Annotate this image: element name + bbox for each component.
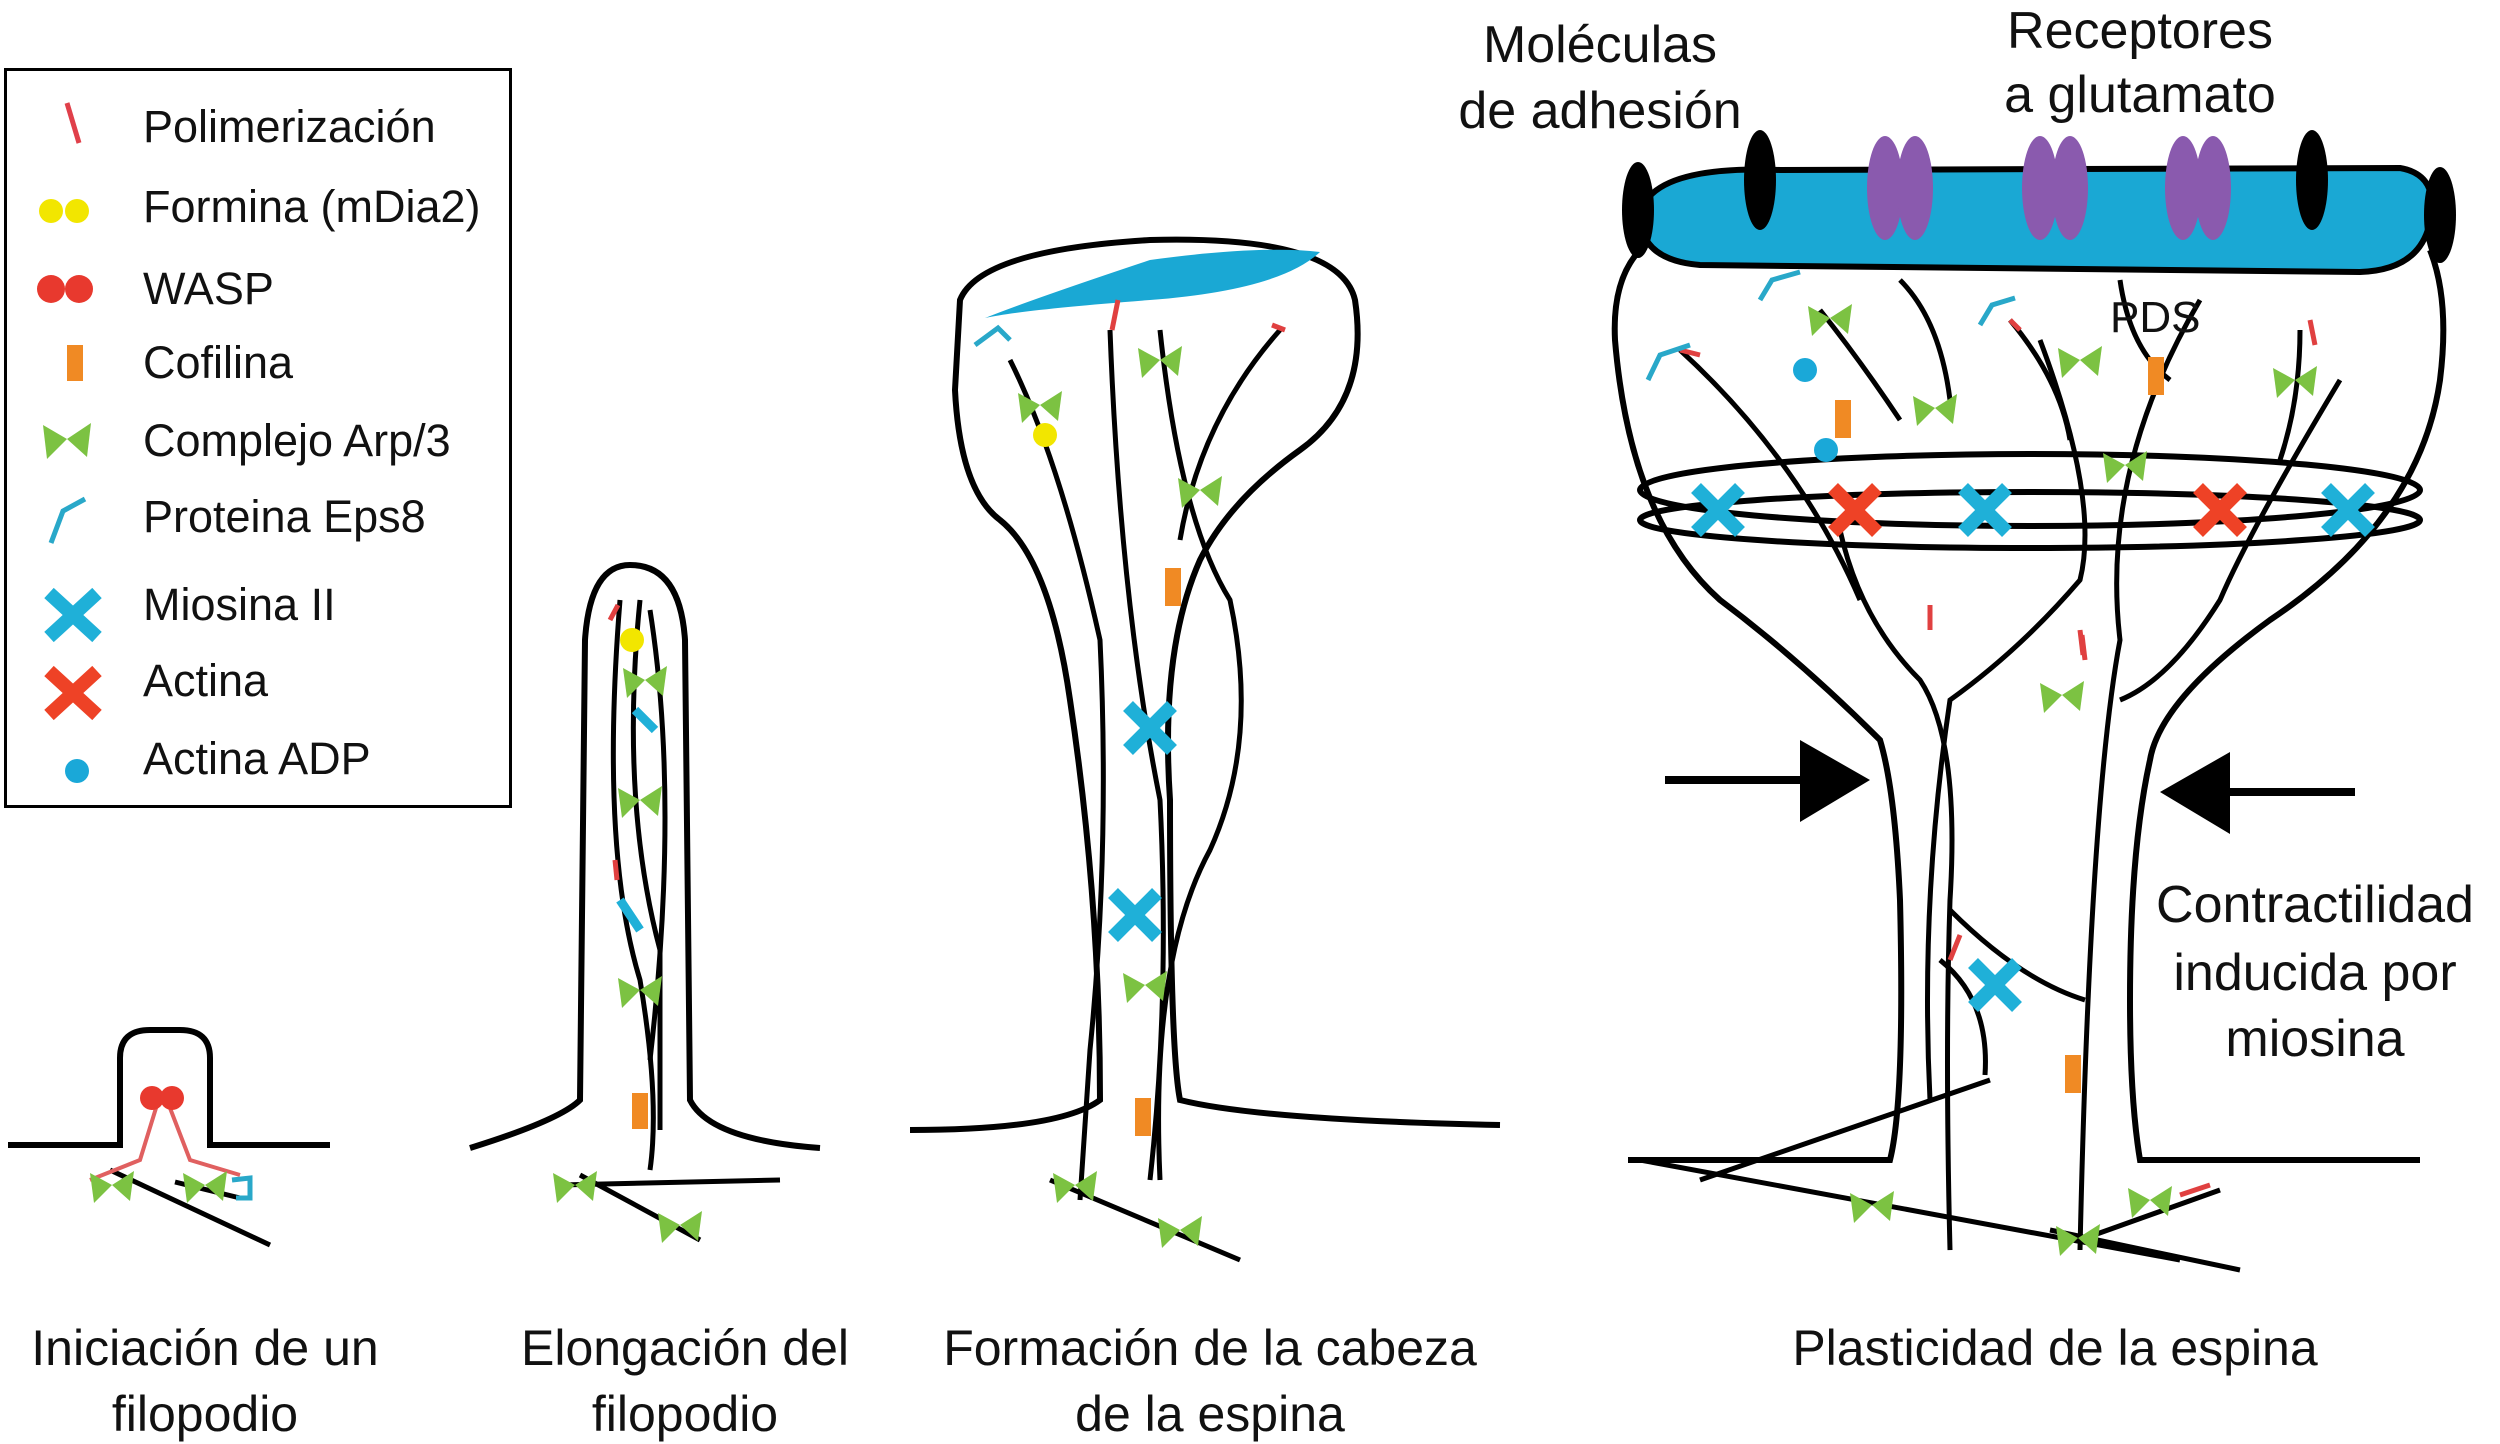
contractility-label-line2: inducida por xyxy=(2173,944,2457,1002)
contractility-label-line1: Contractilidad xyxy=(2156,876,2474,934)
legend-label-cofilina: Cofilina xyxy=(143,337,294,388)
caption-head-formation-line2: de la espina xyxy=(1075,1386,1345,1442)
caption-initiation-line2: filopodio xyxy=(111,1386,299,1442)
formin-icon xyxy=(39,199,89,223)
stage-initiation xyxy=(8,1027,330,1248)
stage-head-formation xyxy=(909,236,1501,1263)
receptors-label-line1: Receptores xyxy=(2007,2,2273,60)
legend-label-wasp: WASP xyxy=(143,263,274,314)
contractility-label-line3: miosina xyxy=(2225,1010,2405,1068)
eps8-icon xyxy=(48,496,87,544)
wasp-icon xyxy=(37,275,93,303)
receptors-label-line2: a glutamato xyxy=(2004,66,2276,124)
caption-elongation-line2: filopodio xyxy=(591,1386,779,1442)
polymerization-icon xyxy=(64,102,82,144)
legend-label-eps8: Proteina Eps8 xyxy=(143,491,426,542)
caption-plasticity: Plasticidad de la espina xyxy=(1792,1320,2318,1376)
legend-label-polimerizacion: Polimerización xyxy=(143,101,436,152)
adhesion-label-line1: Moléculas xyxy=(1482,16,1718,74)
legend-label-formina: Formina (mDia2) xyxy=(143,181,481,232)
stage-elongation xyxy=(469,561,821,1243)
caption-elongation-line1: Elongación del xyxy=(520,1320,850,1376)
arp-complex-icon xyxy=(43,423,91,459)
pds-label: PDS xyxy=(2110,293,2201,342)
caption-initiation-line1: Iniciación de un xyxy=(31,1320,379,1376)
legend-icons xyxy=(37,102,102,783)
stage-plasticity xyxy=(1611,130,2456,1273)
left-arrow xyxy=(1665,740,1870,822)
legend-label-arp: Complejo Arp/3 xyxy=(143,415,451,466)
right-arrow xyxy=(2160,752,2355,834)
psd-area xyxy=(985,249,1320,318)
legend-box: Polimerización Formina (mDia2) WASP Cofi… xyxy=(4,68,512,808)
myosin-icon xyxy=(44,587,102,643)
cofilin-icon xyxy=(67,345,83,381)
wasp-marker xyxy=(140,1086,164,1110)
adhesion-molecules xyxy=(1622,130,2456,263)
legend-label-actina-adp: Actina ADP xyxy=(143,733,371,784)
actin-icon xyxy=(44,665,102,721)
legend-label-miosina: Miosina II xyxy=(143,579,336,630)
adhesion-label-line2: de adhesión xyxy=(1458,82,1742,140)
legend-label-actina: Actina xyxy=(143,655,269,706)
caption-head-formation-line1: Formación de la cabeza xyxy=(943,1320,1477,1376)
adp-actin-icon xyxy=(65,759,89,783)
glutamate-receptors xyxy=(1867,136,2231,240)
psd-band xyxy=(1636,164,2435,276)
